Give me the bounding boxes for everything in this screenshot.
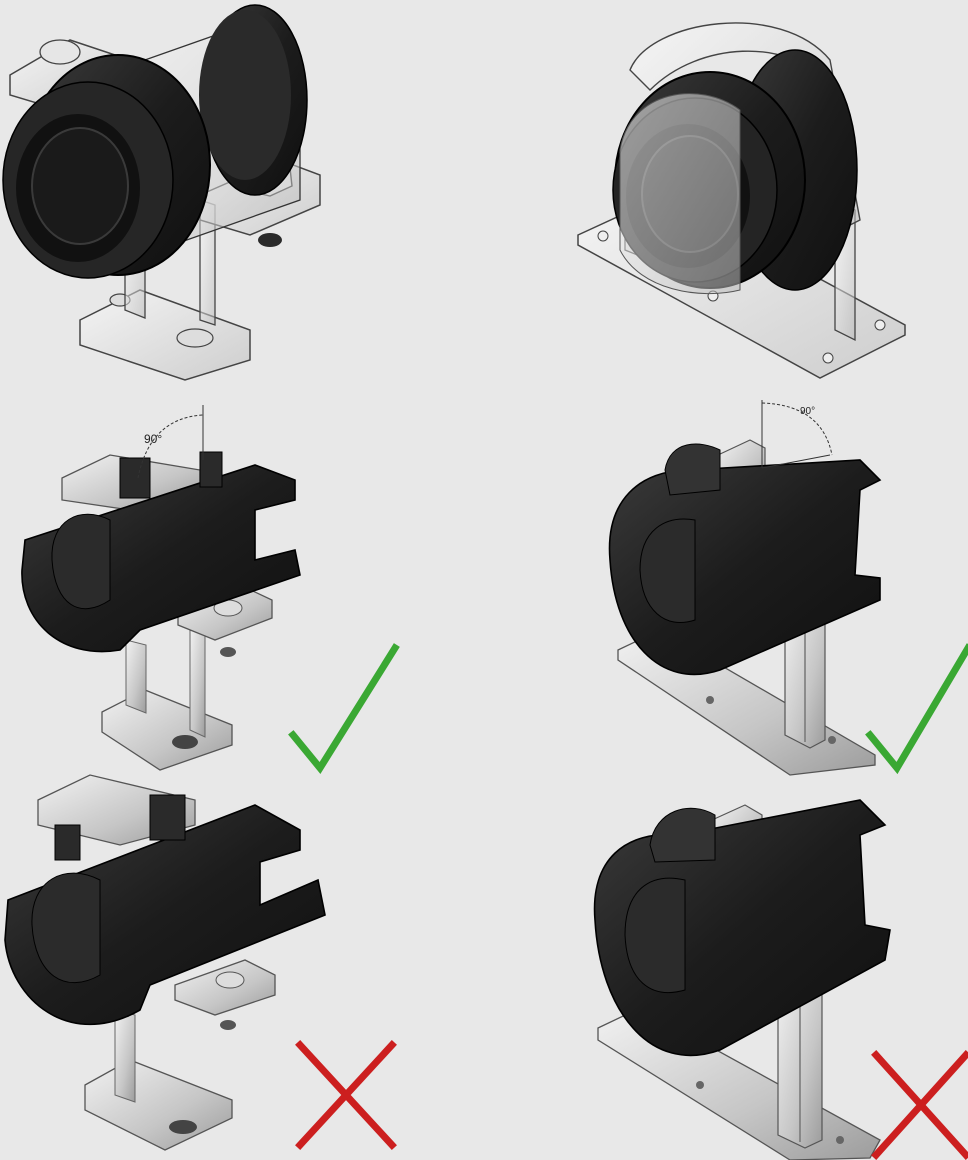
check-icon [288, 643, 400, 774]
cross-icon [295, 1040, 397, 1150]
assembly-clamp-bracket [2, 4, 321, 381]
assembly-clamp-baseplate [577, 22, 906, 379]
correct-clamp-baseplate: 90° [608, 400, 882, 776]
incorrect-clamp-baseplate [593, 799, 891, 1160]
incorrect-clamp-bracket [4, 774, 326, 1151]
check-icon [865, 643, 968, 775]
angle-label-right: 90° [800, 406, 815, 417]
angle-label-left: 90° [144, 432, 162, 446]
cross-icon [871, 1050, 968, 1160]
correct-clamp-bracket: 90° [21, 405, 301, 771]
